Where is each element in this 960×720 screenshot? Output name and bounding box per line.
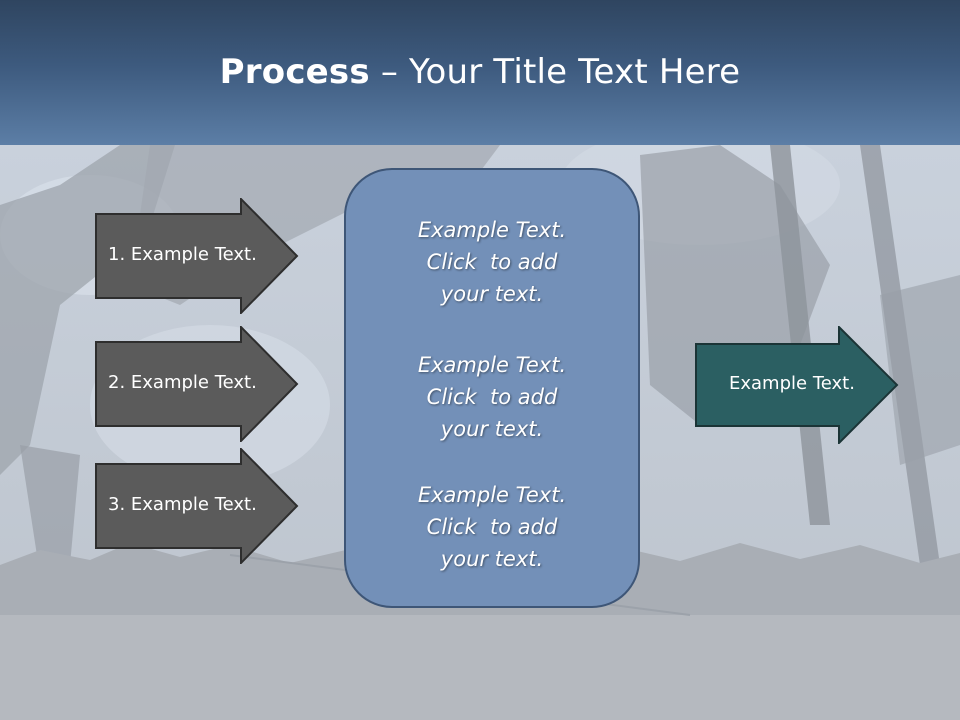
slide-header: Process – Your Title Text Here: [0, 0, 960, 145]
left-arrow-3-label: 3. Example Text.: [108, 494, 257, 515]
left-arrow-2[interactable]: 2. Example Text.: [95, 326, 300, 442]
right-arrow-label: Example Text.: [729, 373, 855, 394]
left-arrow-2-label: 2. Example Text.: [108, 372, 257, 393]
left-arrow-3[interactable]: 3. Example Text.: [95, 448, 300, 564]
center-block-3-line-3: your text.: [440, 547, 544, 571]
left-arrow-2-shape: [95, 326, 299, 442]
left-arrow-1[interactable]: 1. Example Text.: [95, 198, 300, 314]
center-block-2-line-3: your text.: [440, 417, 544, 441]
center-text-box[interactable]: Example Text. Click to add your text. Ex…: [344, 168, 640, 608]
slide-title: Process – Your Title Text Here: [0, 52, 960, 92]
right-arrow-shape: [695, 326, 899, 444]
title-rest: Your Title Text Here: [409, 52, 741, 92]
title-bold: Process: [219, 52, 370, 92]
center-block-1-line-2: Click to add: [426, 250, 558, 274]
center-block-3-line-2: Click to add: [426, 515, 558, 539]
center-text-block-2: Example Text. Click to add your text.: [346, 349, 638, 445]
center-block-2-line-1: Example Text.: [417, 353, 567, 377]
title-dash: –: [369, 52, 410, 92]
center-block-2-line-2: Click to add: [426, 385, 558, 409]
center-text-block-1: Example Text. Click to add your text.: [346, 214, 638, 310]
left-arrow-1-label: 1. Example Text.: [108, 244, 257, 265]
right-arrow[interactable]: Example Text.: [695, 326, 900, 444]
center-block-1-line-1: Example Text.: [417, 218, 567, 242]
left-arrow-3-shape: [95, 448, 299, 564]
center-block-3-line-1: Example Text.: [417, 483, 567, 507]
left-arrow-1-shape: [95, 198, 299, 314]
center-text-block-3: Example Text. Click to add your text.: [346, 479, 638, 575]
center-block-1-line-3: your text.: [440, 282, 544, 306]
